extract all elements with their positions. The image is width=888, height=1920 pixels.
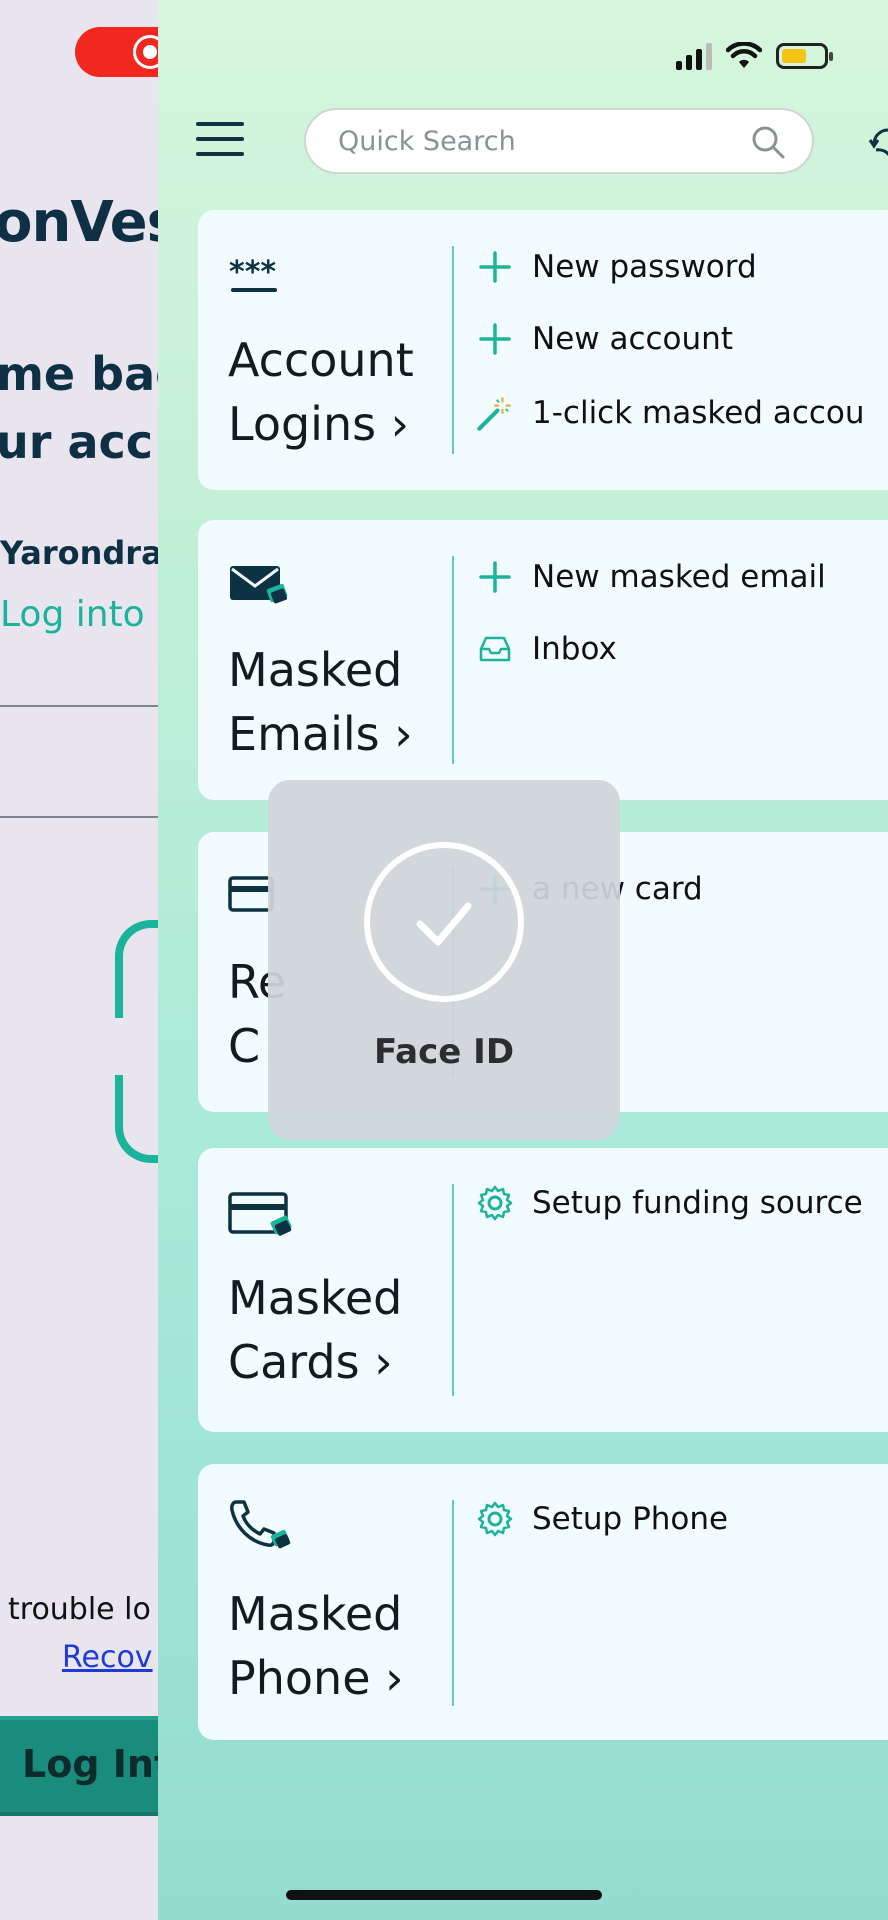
- welcome-line-1: me bac: [0, 347, 160, 401]
- gear-icon: [476, 1184, 514, 1222]
- inbox-action[interactable]: Inbox: [476, 630, 617, 668]
- background-welcome: me bac ur acc: [0, 340, 160, 476]
- wifi-icon: [726, 42, 762, 68]
- face-id-overlay: Face ID: [268, 780, 620, 1140]
- action-label: Inbox: [532, 631, 617, 667]
- face-id-label: Face ID: [373, 1032, 515, 1072]
- background-recover-link[interactable]: Recov: [62, 1640, 153, 1675]
- card-masked-emails[interactable]: Masked Emails › New masked email Inbox: [198, 520, 888, 800]
- new-password-action[interactable]: New password: [476, 248, 757, 286]
- action-label: 1-click masked accou: [532, 395, 865, 431]
- welcome-line-2: ur acc: [0, 415, 154, 469]
- background-login-button[interactable]: Log Into: [0, 1716, 160, 1816]
- section-title[interactable]: Masked Cards ›: [228, 1271, 403, 1389]
- background-username: Yarondra: [0, 534, 160, 572]
- action-label: New masked email: [532, 559, 826, 595]
- checkmark-circle-icon: [364, 842, 524, 1002]
- magic-wand-icon: [476, 394, 514, 432]
- one-click-masked-account-action[interactable]: 1-click masked accou: [476, 394, 865, 432]
- search-placeholder: Quick Search: [338, 126, 516, 157]
- main-panel: Quick Search *** Account Logins › New pa…: [158, 0, 888, 1920]
- face-scan-frame-icon: [115, 920, 160, 1018]
- setup-phone-action[interactable]: Setup Phone: [476, 1500, 728, 1538]
- password-icon: ***: [229, 258, 277, 292]
- face-scan-frame-icon: [115, 1075, 160, 1163]
- quick-search-input[interactable]: Quick Search: [304, 108, 814, 174]
- background-login-link[interactable]: Log into c: [0, 594, 160, 635]
- new-account-action[interactable]: New account: [476, 320, 733, 358]
- section-divider: [452, 1184, 454, 1396]
- home-indicator[interactable]: [286, 1890, 602, 1900]
- card-masked-cards[interactable]: Masked Cards › Setup funding source: [198, 1148, 888, 1432]
- setup-funding-source-action[interactable]: Setup funding source: [476, 1184, 863, 1222]
- background-brand: onVes: [0, 190, 160, 255]
- masked-card-icon: [228, 1192, 292, 1236]
- envelope-icon: [230, 566, 288, 604]
- card-masked-phone[interactable]: Masked Phone › Setup Phone: [198, 1464, 888, 1740]
- action-label: Setup funding source: [532, 1185, 863, 1221]
- cellular-signal-icon: [676, 42, 712, 70]
- gear-icon: [476, 1500, 514, 1538]
- action-label: New account: [532, 321, 733, 357]
- background-trouble-text: trouble lo: [8, 1592, 151, 1627]
- battery-icon: [776, 43, 833, 69]
- section-divider: [452, 556, 454, 764]
- section-title[interactable]: Masked Emails ›: [228, 643, 413, 761]
- section-divider: [452, 246, 454, 454]
- plus-icon: [476, 248, 514, 286]
- plus-icon: [476, 320, 514, 358]
- section-divider: [452, 1500, 454, 1706]
- action-label: New password: [532, 249, 757, 285]
- phone-icon: [230, 1500, 291, 1549]
- background-app: onVes me bac ur acc Yarondra Log into c …: [0, 0, 160, 1920]
- action-label: Setup Phone: [532, 1501, 729, 1537]
- background-divider: [0, 705, 160, 707]
- background-divider: [0, 816, 160, 818]
- new-masked-email-action[interactable]: New masked email: [476, 558, 826, 596]
- status-bar: [676, 42, 833, 70]
- hamburger-menu-icon[interactable]: [196, 122, 244, 160]
- card-account-logins[interactable]: *** Account Logins › New password New ac…: [198, 210, 888, 490]
- sync-icon[interactable]: [868, 122, 888, 162]
- background-login-button-label: Log Into: [22, 1742, 160, 1786]
- section-title[interactable]: Account Logins ›: [228, 333, 414, 451]
- inbox-icon: [476, 630, 514, 668]
- section-title[interactable]: Masked Phone ›: [228, 1587, 404, 1705]
- search-icon: [752, 126, 785, 159]
- plus-icon: [476, 558, 514, 596]
- svg-text:***: ***: [229, 258, 276, 290]
